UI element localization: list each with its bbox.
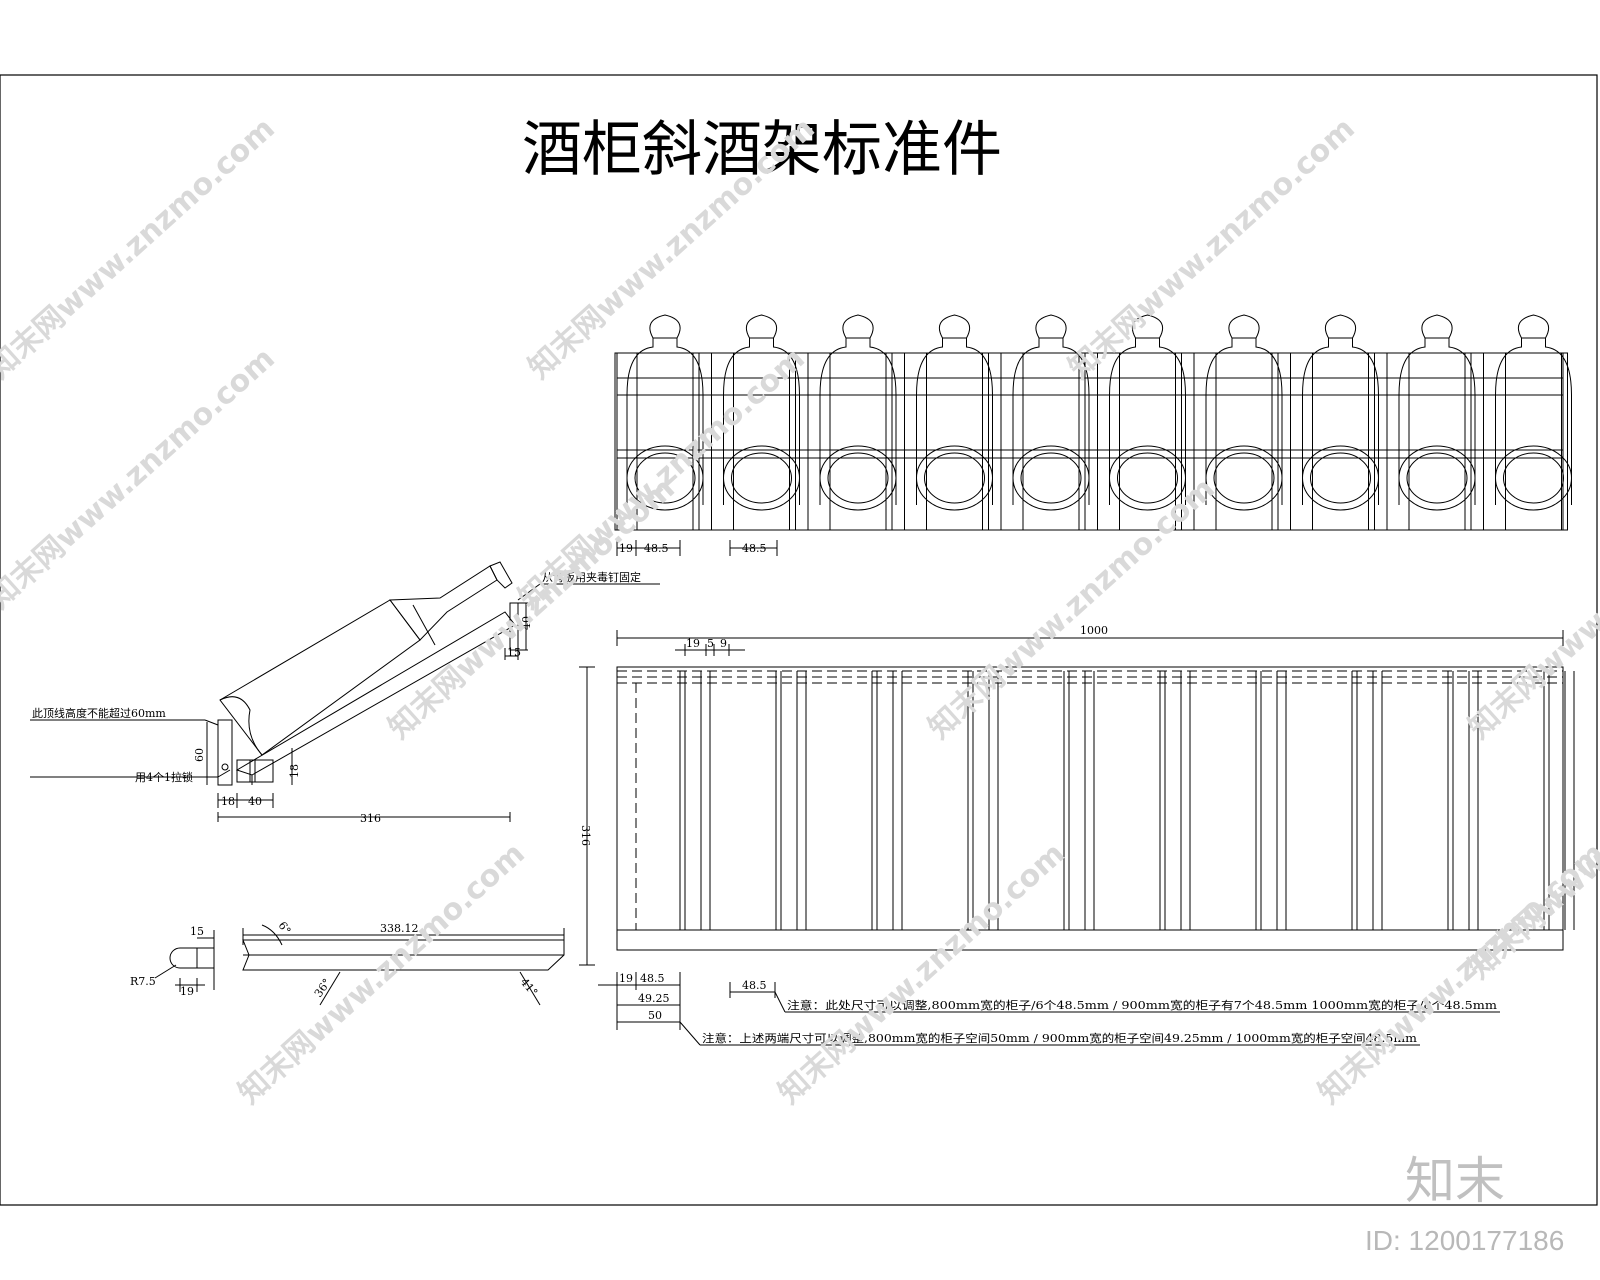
- watermark: 知末网www.znzmo.com: [0, 341, 282, 616]
- front-dim-48-5-a: 48.5: [644, 542, 669, 555]
- front-dim-48-5-b: 48.5: [742, 542, 767, 555]
- watermark: 知末网www.znzmo.com: [1462, 471, 1600, 746]
- side-dim-18-v: 18: [288, 764, 301, 778]
- drawing-title: 酒柜斜酒架标准件: [522, 115, 1002, 185]
- plan-dim-19: 19: [686, 637, 700, 650]
- detail-dim-338-12: 338.12: [380, 922, 419, 935]
- side-dim-15: 15: [507, 646, 521, 659]
- plan-dim-9: 9: [720, 637, 727, 650]
- detail-angle-41: 41°: [518, 976, 540, 999]
- brand-id: ID: 1200177186: [1365, 1225, 1564, 1256]
- watermark: 知末网www.znzmo.com: [1062, 111, 1362, 386]
- watermark: 知末网www.znzmo.com: [512, 341, 812, 616]
- front-view-outline: [616, 352, 1564, 531]
- front-dim-19: 19: [619, 542, 633, 555]
- bottle: [1386, 314, 1476, 531]
- plan-dim-48-5-right: 48.5: [742, 979, 767, 992]
- plan-note-1: 注意：此处尺寸可以调整,800mm宽的柜子/6个48.5mm / 900mm宽的…: [787, 998, 1498, 1012]
- plan-dim-1000: 1000: [1080, 624, 1108, 637]
- detail-dim-r7-5: R7.5: [130, 975, 156, 988]
- side-dim-18-h: 18: [221, 795, 235, 808]
- plan-view: [579, 630, 1575, 1046]
- bottle: [614, 314, 704, 531]
- bottle-row: [614, 314, 1572, 531]
- plan-dim-49-25: 49.25: [638, 992, 670, 1005]
- slat-lines: [679, 671, 1575, 930]
- edge-profile: [169, 947, 198, 969]
- detail-dim-19: 19: [180, 985, 194, 998]
- side-dim-60: 60: [193, 748, 206, 762]
- side-note-height: 此顶线高度不能超过60mm: [32, 706, 166, 720]
- side-dim-40: 40: [520, 616, 533, 630]
- bottle: [711, 314, 800, 531]
- plan-dim-316: 316: [579, 825, 592, 846]
- plan-dim-48-5-bottom: 48.5: [640, 972, 665, 985]
- bottle: [904, 314, 993, 531]
- bottle: [1483, 314, 1572, 531]
- watermark: 知末网www.znzmo.com: [0, 111, 282, 386]
- plan-note-2: 注意：上述两端尺寸可以调整,800mm宽的柜子空间50mm / 900mm宽的柜…: [702, 1031, 1418, 1045]
- plan-dim-5: 5: [707, 637, 714, 650]
- detail-view: [154, 924, 565, 1006]
- side-view: [30, 561, 660, 822]
- side-dim-316: 316: [360, 812, 381, 825]
- watermark: 知末网www.znzmo.com: [232, 836, 532, 1111]
- watermark: 知末网www.znzmo.com: [922, 471, 1222, 746]
- sheet-frame: [0, 74, 1598, 1206]
- bottle: [1000, 314, 1090, 531]
- detail-angle-6: 6°: [276, 919, 294, 937]
- plan-dim-19-bottom: 19: [619, 972, 633, 985]
- side-bottle: [219, 561, 513, 756]
- brand-logo: 知末: [1405, 1152, 1505, 1210]
- side-note-fix: 用4个1拉锁: [135, 770, 193, 784]
- side-note-top: 从背板用夹毒钉固定: [542, 570, 641, 584]
- bottle: [807, 314, 897, 531]
- bottle: [1097, 314, 1186, 531]
- front-view: [614, 314, 1572, 556]
- side-dim-40-h: 40: [248, 795, 262, 808]
- bottle: [1290, 314, 1379, 531]
- detail-dim-15: 15: [190, 925, 204, 938]
- slanted-board: [235, 611, 516, 776]
- bottle: [1193, 314, 1283, 531]
- watermark: 知末网www.znzmo.com: [772, 836, 1072, 1111]
- plan-dim-50: 50: [648, 1009, 662, 1022]
- plan-outline: [616, 666, 1564, 951]
